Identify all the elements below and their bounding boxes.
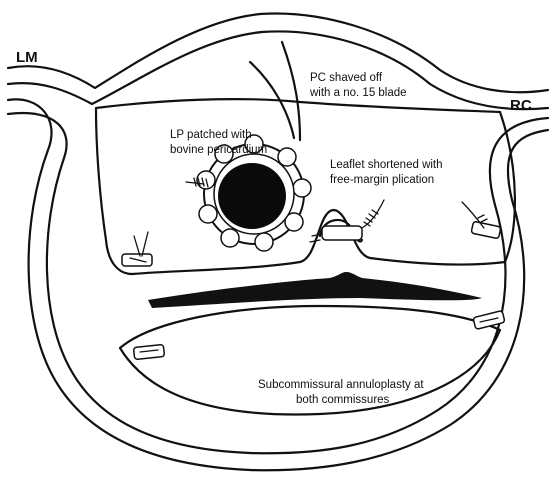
leaflet-defect [218,163,286,229]
label-pc-shaved-line2: with a no. 15 blade [309,87,407,99]
label-leaflet-shortened-line1: Leaflet shortened with [330,159,443,171]
label-rc: RC [510,97,532,114]
aortic-root-outline [8,13,548,470]
plication-pledget [322,226,362,240]
label-leaflet-shortened-line2: free-margin plication [330,174,434,186]
label-lm: LM [16,49,38,66]
coaptation-bar [148,272,482,308]
label-annuloplasty-line2: both commissures [296,394,390,406]
label-pc-shaved-line1: PC shaved off [310,72,383,84]
plication-suture [362,200,384,228]
label-lp-patched-line2: bovine pericardium [170,144,267,156]
plication-suture-coil [364,210,378,226]
pledget-right-upper [471,221,501,239]
annuloplasty-pledget-left [133,344,164,359]
label-annuloplasty-line1: Subcommissural annuloplasty at [258,379,424,391]
label-lp-patched-line1: LP patched with [170,129,252,141]
